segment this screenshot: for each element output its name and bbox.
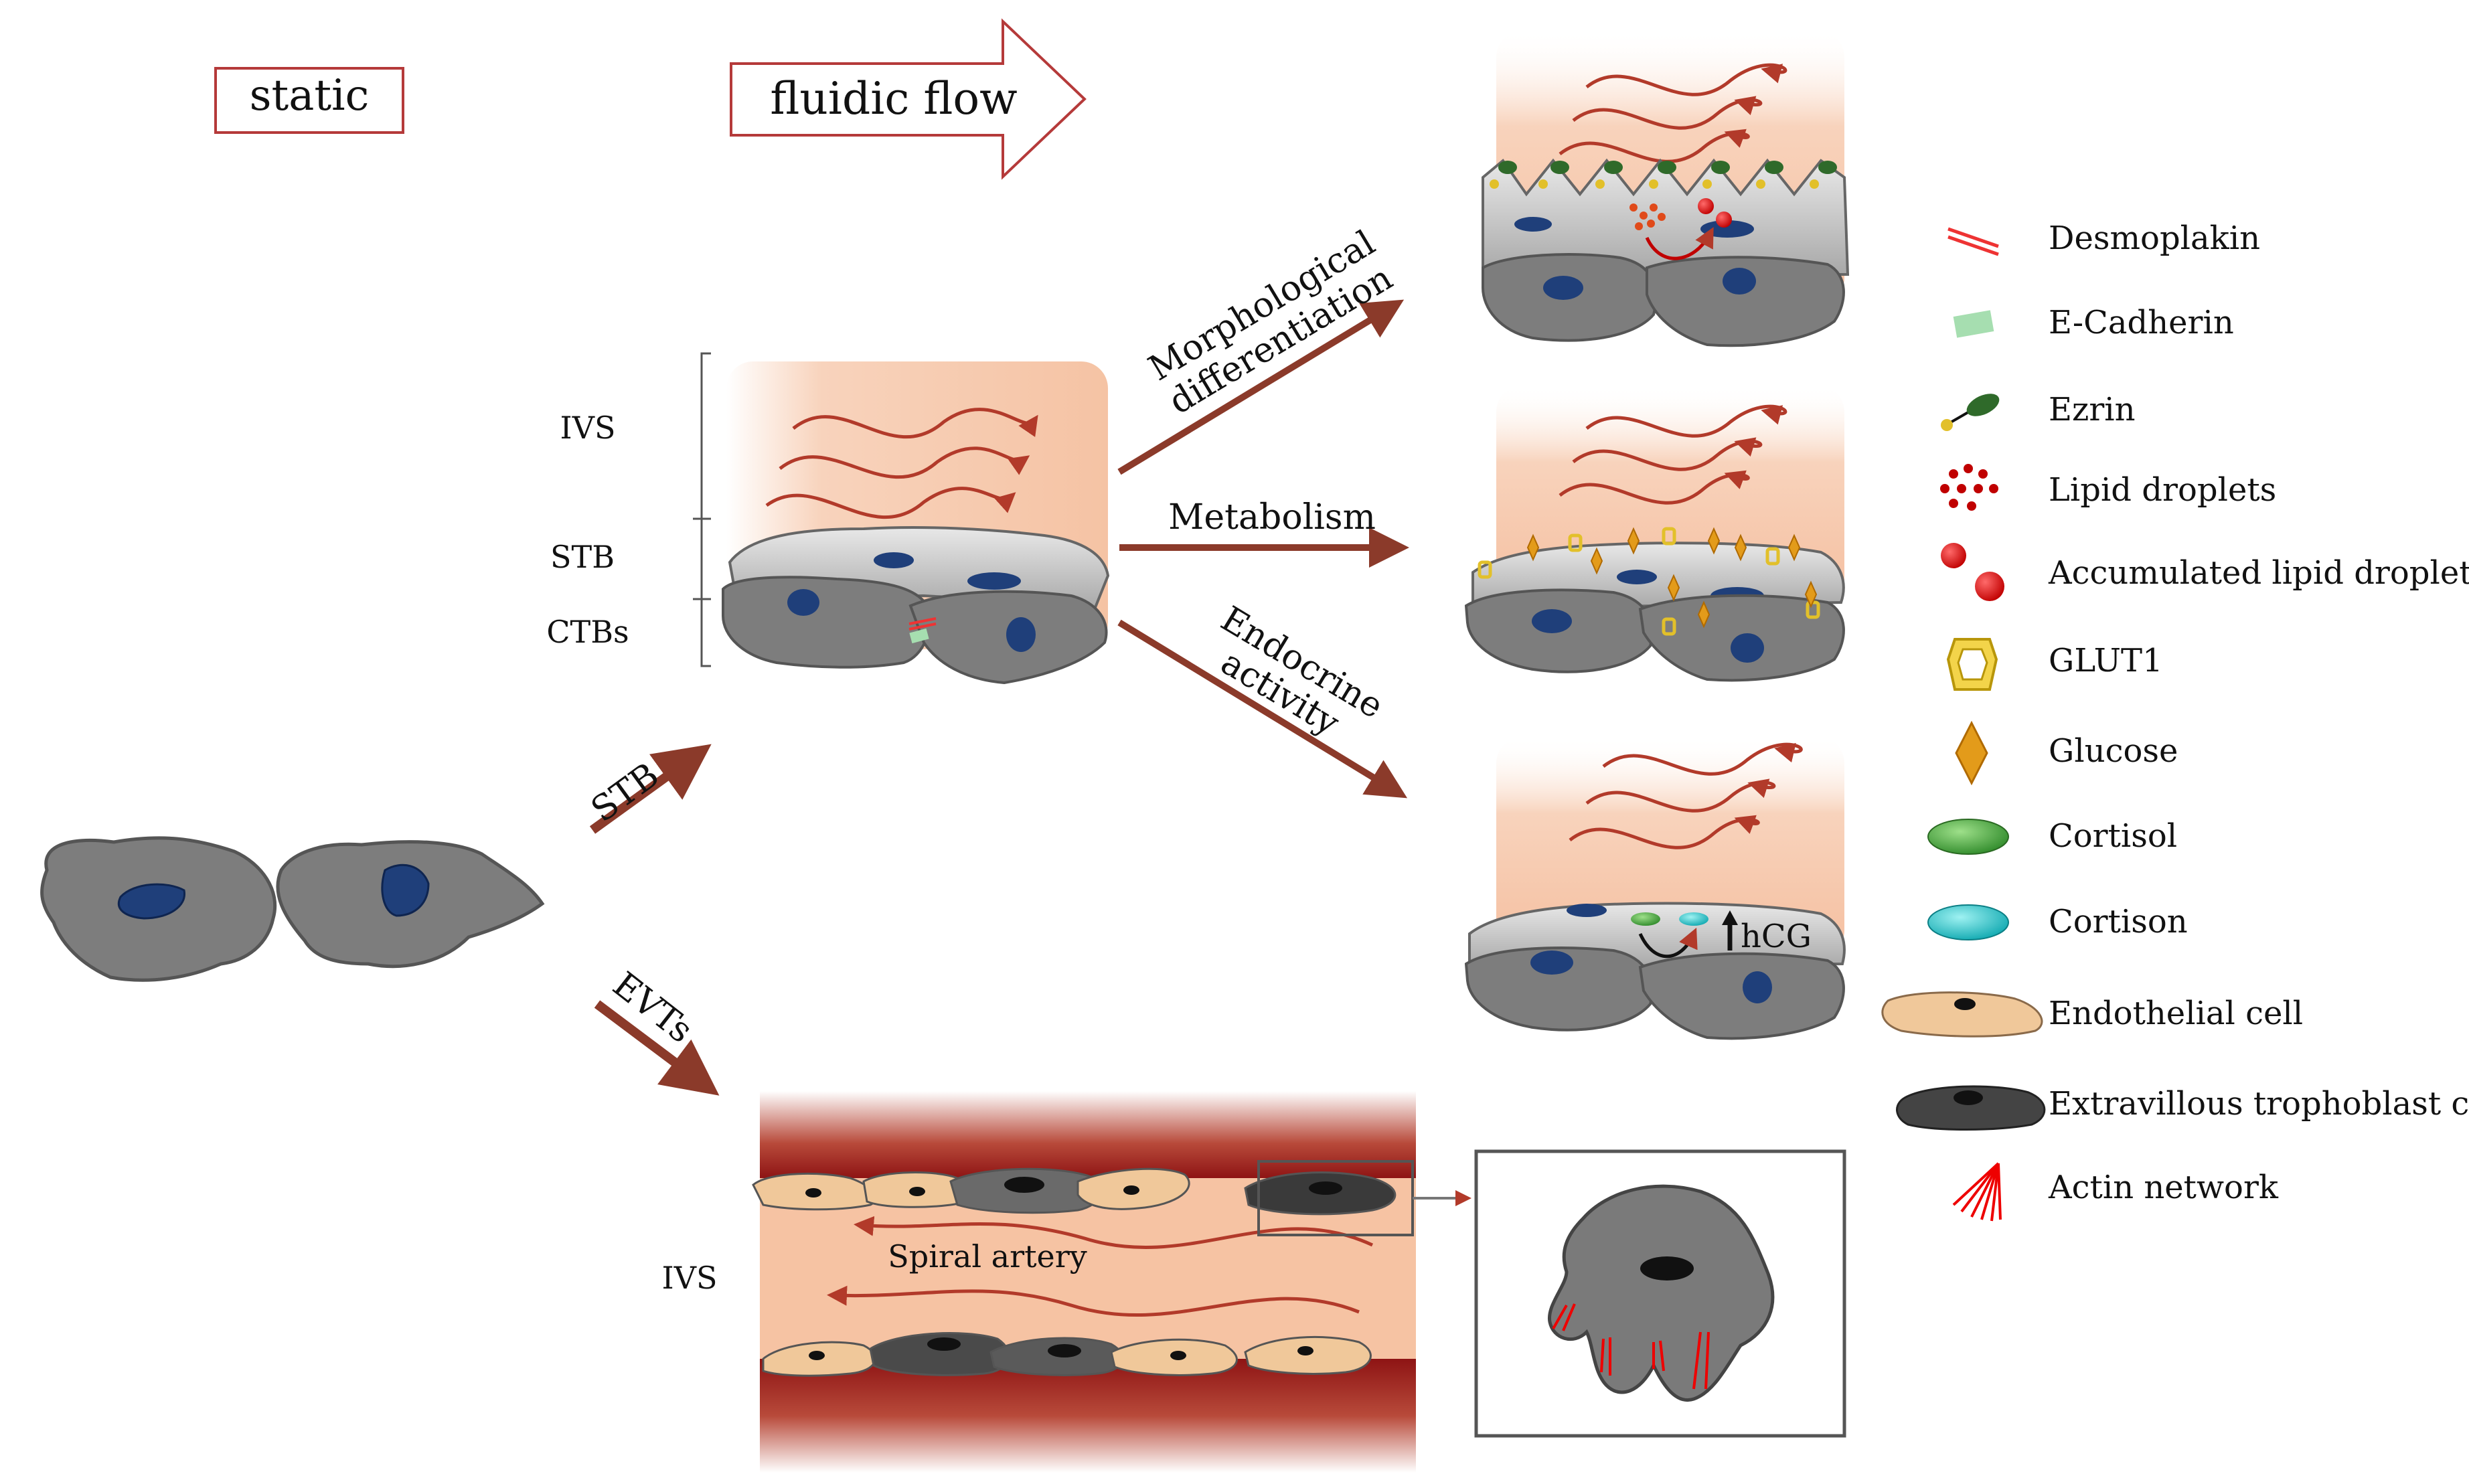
extravillous-trophoblast-icon <box>1896 1085 2046 1131</box>
static-label: static <box>250 71 370 120</box>
nucleus-icon <box>381 863 430 917</box>
legend <box>1881 227 2046 1222</box>
legend-label-cortisol: Cortisol <box>2049 817 2177 855</box>
stb-branch-label: STB <box>584 755 666 830</box>
stb-layer-label: STB <box>550 539 615 575</box>
endothelial-cell-icon <box>1881 991 2043 1038</box>
initial-trophoblast-cells <box>40 836 545 982</box>
stb-branch-arrow <box>589 744 712 834</box>
evts-branch-arrow <box>594 1000 720 1096</box>
cortisol-icon <box>1927 819 2009 855</box>
fluidic-flow-label: fluidic flow <box>770 73 1017 125</box>
legend-label-accumulated-lipid-droplets: Accumulated lipid droplets <box>2048 554 2469 592</box>
ezrin-icon <box>1941 394 2000 431</box>
legend-label-endothelial-cell: Endothelial cell <box>2049 995 2303 1032</box>
legend-label-ezrin: Ezrin <box>2049 391 2136 428</box>
legend-label-glut1: GLUT1 <box>2049 642 2163 679</box>
morphological-panel <box>1482 30 1850 347</box>
ivs-bottom-label: IVS <box>662 1260 718 1296</box>
hcg-label: hCG <box>1741 918 1812 955</box>
legend-label-extravillous-trophoblast: Extravillous trophoblast cell <box>2049 1085 2469 1123</box>
actin-network-icon <box>1952 1162 2002 1222</box>
spiral-artery-label: Spiral artery <box>888 1238 1087 1274</box>
layer-bracket <box>693 352 711 667</box>
endocrine-panel: hCG <box>1464 736 1846 1040</box>
legend-labels: Desmoplakin E-Cadherin Ezrin Lipid dropl… <box>2048 220 2469 1206</box>
evt-zoom-panel <box>1474 1149 1846 1438</box>
cortison-icon <box>1927 904 2009 940</box>
static-label-box: static <box>214 67 404 134</box>
ivs-layer-label: IVS <box>560 410 616 446</box>
metabolism-label: Metabolism <box>1168 497 1376 538</box>
glut1-icon <box>1946 638 1998 691</box>
legend-label-e-cadherin: E-Cadherin <box>2049 304 2234 341</box>
legend-label-actin-network: Actin network <box>2048 1169 2279 1206</box>
e-cadherin-icon <box>1953 310 1994 338</box>
glucose-icon <box>1955 720 1988 786</box>
spiral-artery-panel: Spiral artery <box>752 1091 1471 1473</box>
legend-label-lipid-droplets: Lipid droplets <box>2049 471 2276 509</box>
legend-label-glucose: Glucose <box>2049 732 2178 770</box>
fluidic-flow-arrow: fluidic flow <box>730 18 1087 180</box>
stb-model-panel <box>722 361 1110 685</box>
accumulated-lipid-droplets-icon <box>1941 543 2004 601</box>
lipid-droplets-icon <box>1940 464 1998 511</box>
nucleus-icon <box>118 883 185 920</box>
legend-label-cortison: Cortison <box>2049 903 2188 940</box>
flow-lines <box>765 408 1038 519</box>
ctbs-layer-label: CTBs <box>546 614 629 650</box>
legend-label-desmoplakin: Desmoplakin <box>2049 220 2260 257</box>
morph-arrow <box>1117 299 1405 475</box>
endocrine-arrow <box>1117 619 1408 799</box>
evts-branch-label: EVTs <box>605 965 700 1051</box>
metabolism-panel <box>1464 385 1845 682</box>
desmoplakin-icon <box>1947 227 1999 256</box>
